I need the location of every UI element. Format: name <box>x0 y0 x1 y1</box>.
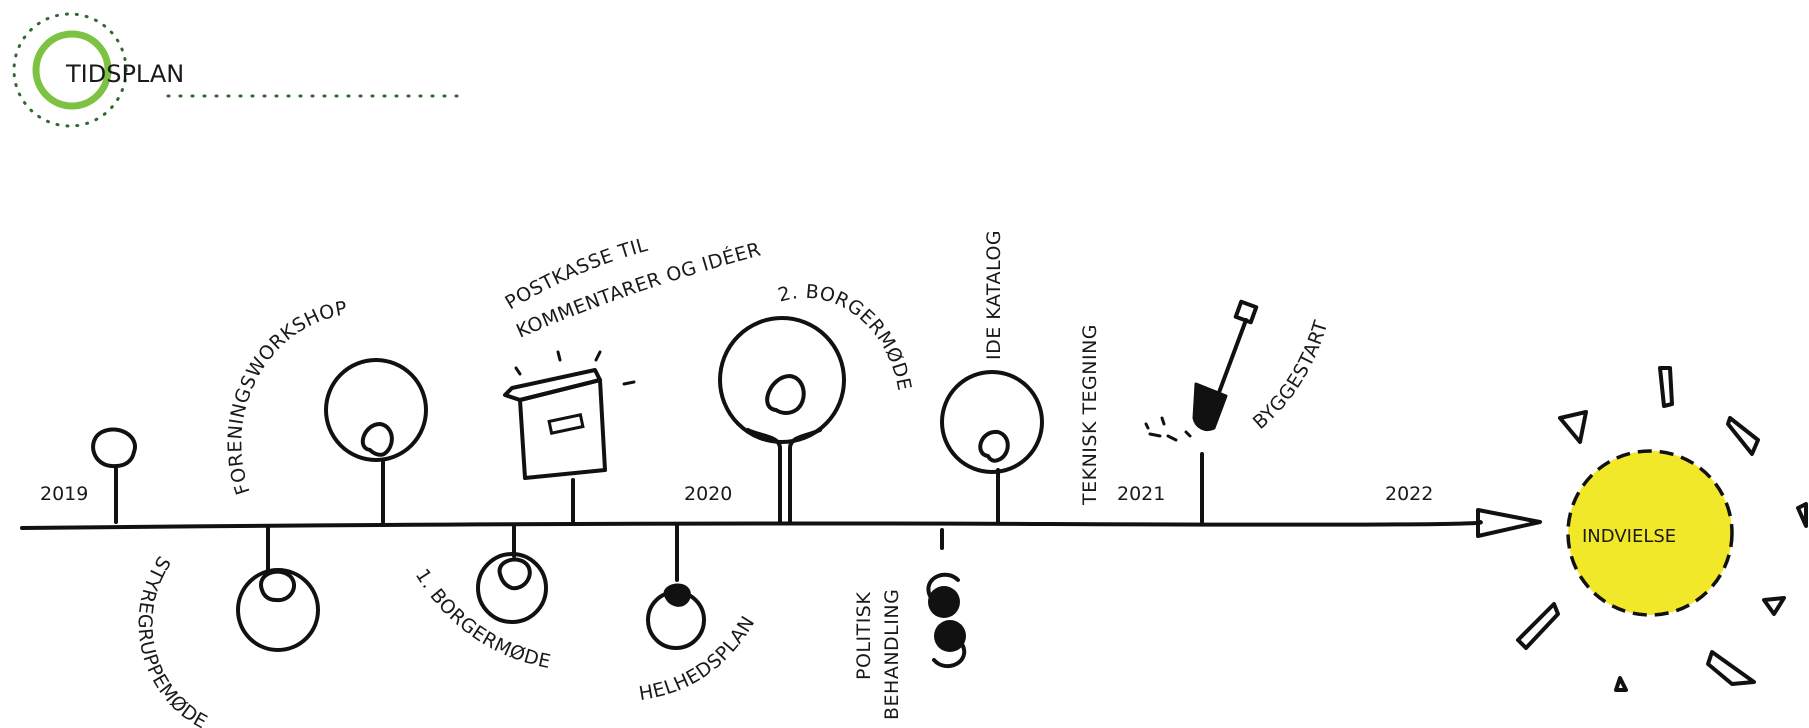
timeline-axis <box>20 508 1542 538</box>
tree-icon <box>718 316 846 524</box>
milestone-label: POLITISK <box>853 592 875 680</box>
page-title: TIDSPLAN <box>65 60 184 88</box>
tree-icon <box>324 358 428 524</box>
milestone-label: IDE KATALOG <box>983 230 1005 360</box>
sun-icon: INDVIELSE <box>1516 366 1808 692</box>
milestone-label: STYREGRUPPEMØDE <box>134 552 212 728</box>
tree-icon <box>646 524 706 650</box>
year-label: 2019 <box>40 483 88 505</box>
milestone-label: TEKNISK TEGNING <box>1079 324 1101 506</box>
header: TIDSPLAN <box>12 12 464 128</box>
paragraph-icon <box>926 528 967 669</box>
milestone-label: HELHEDSPLAN <box>637 612 759 705</box>
tree-icon <box>91 427 137 524</box>
milestone-label: 1. BORGERMØDE <box>411 565 553 673</box>
milestone-label: BEHANDLING <box>881 589 903 720</box>
mailbox-icon <box>503 350 636 524</box>
tree-icon <box>476 524 548 624</box>
arrow-head-icon <box>1476 508 1542 538</box>
green-ring-icon <box>32 30 112 110</box>
end-label: INDVIELSE <box>1582 526 1676 547</box>
tree-icon <box>940 370 1044 524</box>
year-label: 2020 <box>684 483 732 505</box>
milestone-label: FORENINGSWORKSHOP <box>224 297 349 497</box>
shovel-icon <box>1144 299 1259 524</box>
year-label: 2021 <box>1117 483 1165 505</box>
tree-icon <box>236 524 320 652</box>
dotted-ring-icon <box>12 12 128 128</box>
milestone-label: BYGGESTART <box>1249 318 1333 434</box>
year-label: 2022 <box>1385 483 1433 505</box>
